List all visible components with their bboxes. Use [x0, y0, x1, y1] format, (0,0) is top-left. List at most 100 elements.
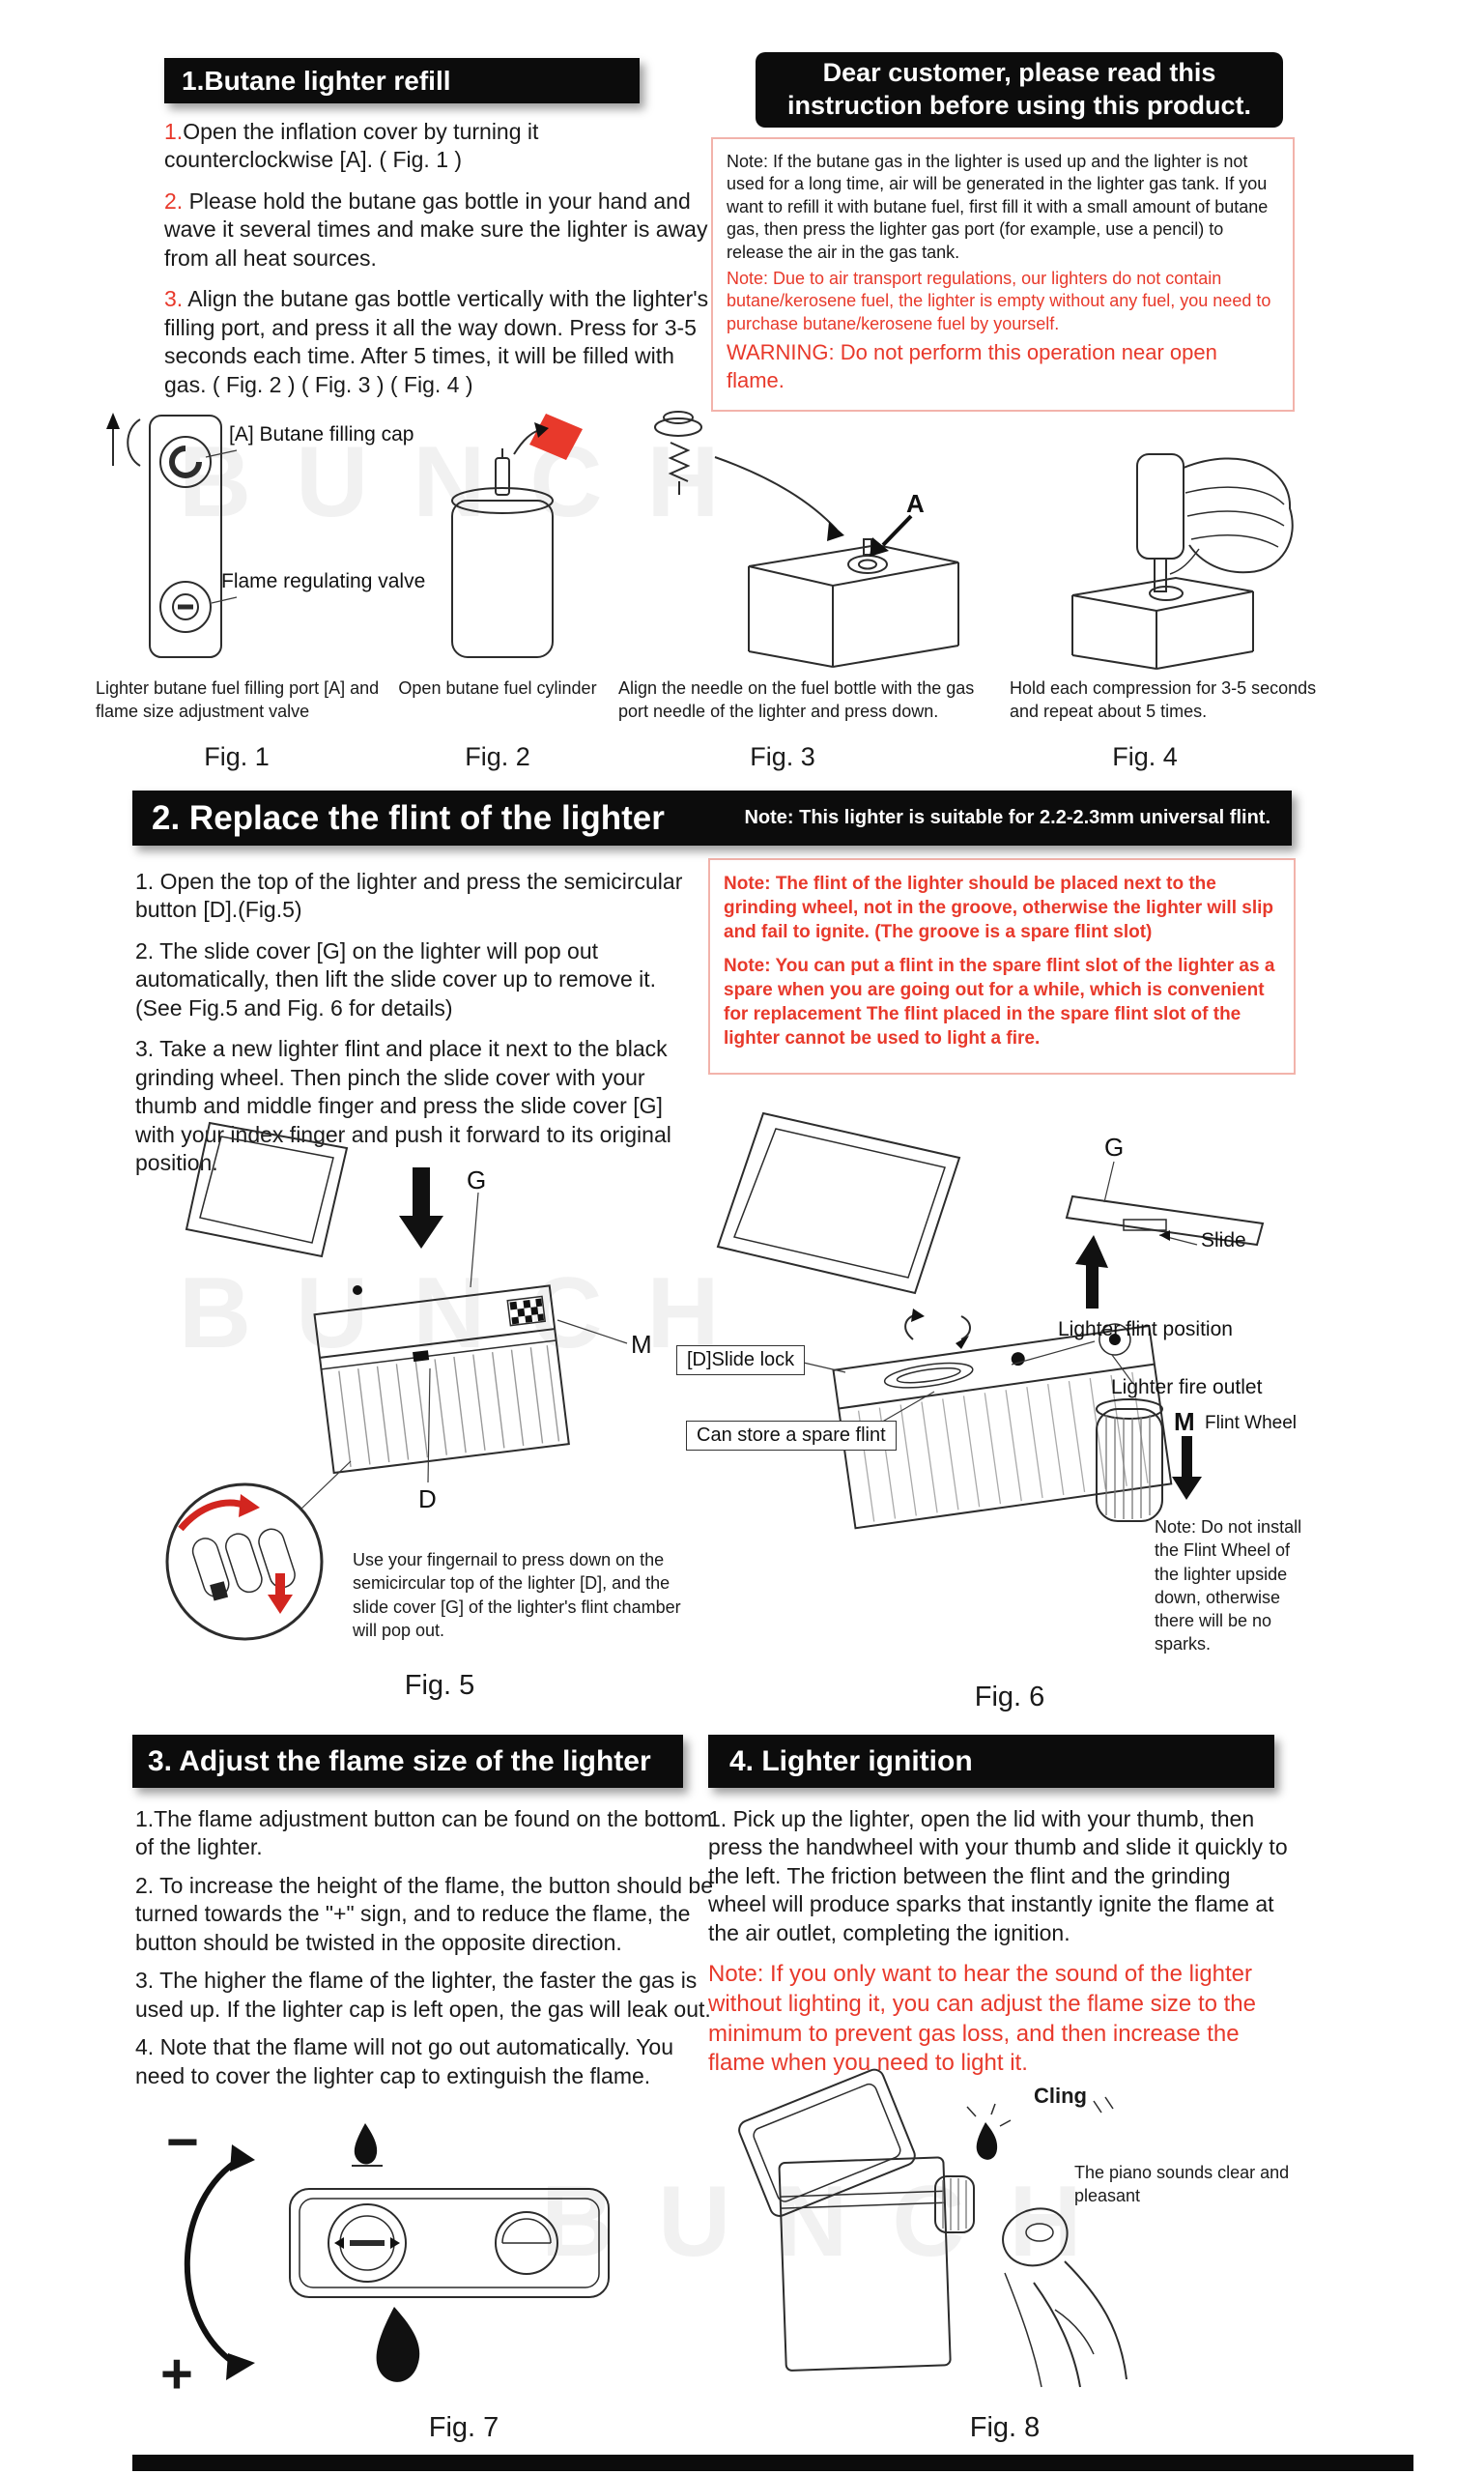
slide-piece — [1065, 1194, 1265, 1247]
section3-step: 2. To increase the height of the flame, … — [135, 1872, 713, 1955]
fig6-g-label: G — [1104, 1133, 1125, 1162]
fig6-flint-wheel-label: Flint Wheel — [1205, 1413, 1298, 1433]
intro-banner: Dear customer, please read this instruct… — [756, 52, 1283, 128]
rotate-counterclockwise-icon — [106, 413, 141, 467]
fig6-slide-label: Slide — [1201, 1229, 1246, 1251]
open-lid — [716, 1111, 961, 1295]
thumb-icon — [1002, 2207, 1069, 2267]
fig6-note: Note: Do not install the Flint Wheel of … — [1155, 1517, 1302, 1654]
minus-sign: − — [166, 2111, 199, 2173]
hand-pressing-bottle-diagram — [1071, 453, 1294, 670]
filling-port-alignment-diagram — [654, 411, 959, 668]
fig6-fire-outlet-label: Lighter fire outlet — [1111, 1376, 1263, 1398]
section1-step: 3. Align the butane gas bottle verticall… — [164, 285, 711, 399]
figure6-name: Fig. 6 — [974, 1682, 1045, 1712]
figure3-cell: A Align the needle on the fuel bottle wi… — [618, 404, 1005, 772]
figure4-cell: Hold each compression for 3-5 seconds an… — [1010, 404, 1338, 772]
section3-step: 1.The flame adjustment button can be fou… — [135, 1806, 713, 1860]
fuel-bottle — [1136, 453, 1184, 592]
flame-regulating-valve-label: Flame regulating valve — [221, 570, 426, 592]
fig5-d-label: D — [418, 1484, 437, 1513]
step-text: Please hold the butane gas bottle in you… — [164, 187, 708, 271]
hand-icon — [1004, 2260, 1127, 2388]
figure2-cell: Open butane fuel cylinder Fig. 2 — [386, 404, 609, 772]
watermark-text: BUNCH — [179, 1257, 764, 1369]
fig5-m-label: M — [631, 1330, 652, 1359]
section3-banner: 3. Adjust the flame size of the lighter — [132, 1735, 683, 1788]
intro-banner-line2: instruction before using this product. — [786, 91, 1251, 120]
fig6-m-label: M — [1174, 1407, 1195, 1436]
figure2-caption: Open butane fuel cylinder — [398, 678, 597, 698]
flint-replacement-diagram — [165, 1121, 628, 1641]
figure3-drawing-area: A — [618, 404, 1005, 676]
figure4-caption: Hold each compression for 3-5 seconds an… — [1010, 678, 1317, 722]
figure1-cell: [A] Butane filling cap Flame regulating … — [92, 404, 449, 772]
section2-banner: 2. Replace the flint of the lighter Note… — [132, 791, 1292, 846]
flint-wheel — [934, 2175, 975, 2233]
figure2-drawing-area — [386, 404, 609, 676]
figure5-block: G M D Use your fingernail to press down … — [130, 1111, 686, 1715]
filling-cap-with-spring-icon — [654, 411, 702, 495]
fire-outlet — [1099, 1323, 1131, 1356]
butane-filling-cap-label: [A] Butane filling cap — [229, 423, 414, 446]
fig5-g-label: G — [467, 1165, 487, 1194]
figure2-name: Fig. 2 — [465, 742, 530, 771]
section2-step: 1. Open the top of the lighter and press… — [135, 869, 683, 923]
figure7-name: Fig. 7 — [428, 2412, 499, 2443]
section2-step: 2. The slide cover [G] on the lighter wi… — [135, 937, 657, 1021]
section2-flint-size-note: Note: This lighter is suitable for 2.2-2… — [744, 807, 1270, 828]
ignition-diagram — [738, 2068, 1127, 2388]
section4-note: Note: If you only want to hear the sound… — [708, 1961, 1256, 2077]
lighter-top-box — [748, 543, 959, 668]
rotation-arrows-icon — [904, 1309, 971, 1349]
section2-note1: Note: The flint of the lighter should be… — [724, 874, 1273, 943]
step-number: 2. — [164, 187, 184, 214]
section2-steps: 1. Open the top of the lighter and press… — [135, 868, 696, 1190]
lighter-body — [778, 2156, 952, 2372]
fig6-spare-flint-label: Can store a spare flint — [686, 1421, 897, 1451]
lighter-body — [313, 1284, 570, 1475]
sound-caption: The piano sounds clear and pleasant — [1074, 2163, 1290, 2206]
figure5-name: Fig. 5 — [404, 1670, 475, 1701]
section1-title: 1.Butane lighter refill — [182, 65, 451, 96]
step-number: 1. — [164, 119, 184, 144]
lighter-bottom-plate — [289, 2188, 610, 2298]
figure6-block: G Slide Lighter flint position Lighter f… — [671, 1102, 1309, 1720]
intro-note-black: Note: If the butane gas in the lighter i… — [727, 152, 1269, 262]
small-flame-icon — [352, 2123, 383, 2167]
cling-sound-label: Cling — [1034, 2084, 1087, 2108]
intro-banner-line1: Dear customer, please read this — [822, 58, 1216, 88]
section4-body: 1. Pick up the lighter, open the lid wit… — [708, 1806, 1288, 1945]
section1-steps: 1.Open the inflation cover by turning it… — [164, 118, 711, 412]
open-lid — [738, 2068, 916, 2217]
section4-title: 4. Lighter ignition — [729, 1744, 973, 1777]
filling-port-hole — [847, 538, 888, 574]
fig6-flint-position-label: Lighter flint position — [1058, 1318, 1233, 1340]
butane-cylinder-diagram — [451, 414, 583, 658]
section2-title: 2. Replace the flint of the lighter — [152, 798, 665, 837]
rotate-direction-arrow-icon — [184, 2144, 255, 2380]
fig6-slide-lock-label: [D]Slide lock — [676, 1345, 806, 1375]
slide-lock-button — [413, 1350, 430, 1363]
orientation-down-arrow-icon — [1172, 1436, 1202, 1500]
section3-step: 3. The higher the flame of the lighter, … — [135, 1968, 711, 2022]
flint-checker — [506, 1295, 546, 1327]
flame-adjust-diagram — [184, 2123, 610, 2382]
figure5-caption: Use your fingernail to press down on the… — [353, 1550, 681, 1640]
magnifier-detail — [165, 1460, 352, 1641]
section3-steps: 1.The flame adjustment button can be fou… — [135, 1805, 715, 2090]
red-down-arrow-icon — [275, 1573, 285, 1597]
section1-step: 2. Please hold the butane gas bottle in … — [164, 187, 711, 273]
intro-note-red: Note: Due to air transport regulations, … — [727, 268, 1271, 333]
spark-flame-icon — [966, 2103, 1012, 2160]
section2-step: 3. Take a new lighter flint and place it… — [135, 1036, 671, 1175]
flint-wheel — [1096, 1398, 1163, 1522]
figure1-drawing-area: [A] Butane filling cap Flame regulating … — [92, 404, 449, 676]
section2-note2: Note: You can put a flint in the spare f… — [724, 956, 1275, 1050]
figure8-block: Cling The piano sounds clear and pleasan… — [715, 2068, 1333, 2416]
figure3-caption: Align the needle on the fuel bottle with… — [618, 678, 975, 722]
spare-flint-groove — [883, 1362, 974, 1389]
figure7-block: − + — [145, 2111, 705, 2411]
step-number: 3. — [164, 286, 184, 312]
watermark-text: BUNCH — [541, 2166, 1127, 2278]
